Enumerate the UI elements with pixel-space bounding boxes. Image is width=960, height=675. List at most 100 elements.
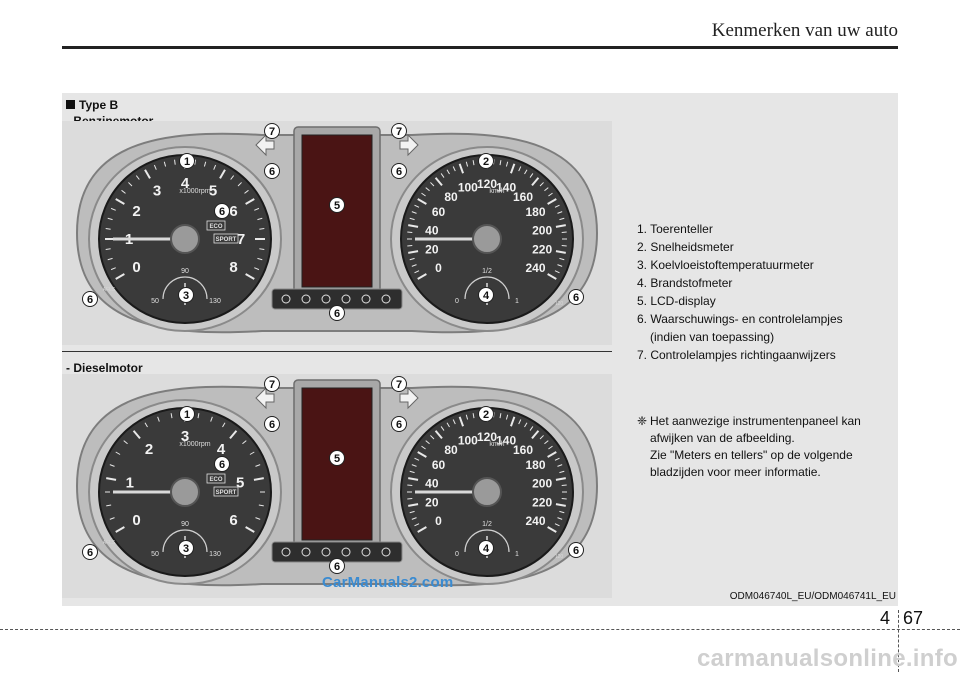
callout-marker: [264, 376, 280, 392]
dial-tick-label: 80: [444, 443, 458, 457]
legend-item: 1. Toerenteller: [637, 222, 713, 236]
dial-tick: [555, 224, 566, 228]
dial-tick: [417, 451, 427, 458]
dial-tick: [557, 464, 563, 467]
dial-tick-label: 2: [145, 441, 153, 458]
dial-tick: [446, 169, 450, 175]
dial-tick: [414, 270, 420, 274]
dial-unit-label: x1000rpm: [179, 441, 210, 448]
dial-tick: [531, 430, 540, 440]
legend-item: 7. Controlelampjes richtingaanwijzers: [637, 348, 836, 362]
dial-tick: [414, 204, 420, 208]
indicator-lamp-icon: [321, 294, 331, 304]
dial-tick: [144, 422, 148, 428]
dial-tick: [230, 175, 235, 180]
dial-tick: [472, 160, 475, 166]
dial-tick: [555, 250, 566, 254]
dial-tick-label: 240: [525, 514, 545, 528]
dial-tick: [411, 264, 417, 267]
callout-marker: [329, 197, 345, 213]
dial-tick: [409, 257, 415, 261]
turn-signal-left-icon: [255, 133, 275, 157]
dial-tick-label: 200: [532, 223, 552, 237]
dial-tick: [518, 419, 522, 425]
dial-tick-label: 200: [532, 476, 552, 490]
dial-tick-label: 6: [229, 512, 237, 529]
dial-tick-label: 6: [229, 203, 237, 220]
turn-signal-left-icon: [255, 386, 275, 410]
legend-item: 5. LCD-display: [637, 294, 716, 308]
callout-label: 2: [483, 156, 489, 168]
dial-tick: [105, 228, 111, 230]
callout-label: 4: [483, 543, 490, 555]
dial-tick: [409, 470, 415, 474]
indicator-lamp-icon: [301, 547, 311, 557]
callout-marker: [329, 305, 345, 321]
callout-marker: [568, 289, 584, 305]
legend-item: 3. Koelvloeistoftemperatuurmeter: [637, 258, 814, 272]
dial-tick: [408, 250, 419, 254]
dial-tick-label: 180: [525, 458, 545, 472]
dial-tick: [554, 523, 560, 527]
note-line: bladzijden voor meer informatie.: [650, 465, 821, 479]
dial-tick: [548, 192, 553, 197]
dial-tick: [153, 164, 157, 170]
dial-tick: [518, 166, 522, 172]
dial-tick: [557, 264, 563, 267]
dial-tick: [135, 175, 140, 180]
dial-tick-label: 120: [477, 177, 497, 191]
dial-tick: [157, 416, 160, 422]
dial-tick: [121, 189, 126, 194]
temp-gauge-arc: [162, 276, 208, 300]
note-line: Het aanwezige instrumentenpaneel kan: [650, 414, 861, 428]
dial-tick: [258, 504, 264, 507]
turn-signal-right-icon: [399, 133, 419, 157]
callout-marker: [391, 416, 407, 432]
sport-badge-label: SPORT: [216, 237, 237, 243]
dial-tick: [547, 273, 557, 280]
dial-hub: [472, 224, 502, 254]
dial-tick-label: 0: [132, 259, 140, 276]
dial-tick: [106, 504, 112, 507]
callout-marker: [264, 163, 280, 179]
dial-tick: [505, 414, 509, 420]
dial-tick: [222, 422, 226, 428]
dial-tick: [430, 182, 435, 187]
dial-tick: [411, 464, 417, 467]
callout-label: 4: [483, 290, 490, 302]
dial-tick: [544, 440, 549, 445]
dial-tick: [132, 430, 141, 440]
callout-marker: [568, 542, 584, 558]
temp-gauge-arc: [162, 529, 208, 553]
dial-tick-label: 1: [126, 474, 134, 491]
callout-label: 1: [184, 409, 190, 421]
dial-tick-label: 80: [444, 190, 458, 204]
dial-tick: [174, 159, 176, 165]
fuel-gauge-label: 1/2: [482, 521, 492, 528]
dial-tick: [115, 526, 125, 533]
dial-tick: [452, 419, 456, 425]
callout-label: 5: [334, 200, 340, 212]
callout-label: 7: [396, 126, 402, 138]
dial-tick: [245, 273, 255, 280]
callout-label: 6: [269, 419, 275, 431]
dial-tick: [555, 477, 566, 481]
dial-tick: [414, 523, 420, 527]
note-block: ❈Het aanwezige instrumentenpaneel kan af…: [637, 413, 861, 481]
dial-tick-label: 4: [181, 175, 190, 192]
dial-tick: [529, 426, 534, 431]
dial-tick: [115, 198, 125, 205]
dial-tick: [105, 248, 111, 250]
dial-tick: [434, 430, 443, 440]
callout-marker: [214, 456, 230, 472]
dial-tick-label: 100: [458, 433, 478, 447]
dial-tick-label: 100: [458, 180, 478, 194]
dial-tick-label: 20: [425, 243, 439, 257]
callout-marker: [82, 544, 98, 560]
dial-tick: [559, 217, 565, 221]
dial-tick: [197, 413, 200, 419]
dial-tick: [499, 160, 502, 166]
dial-tick-label: 160: [513, 443, 533, 457]
